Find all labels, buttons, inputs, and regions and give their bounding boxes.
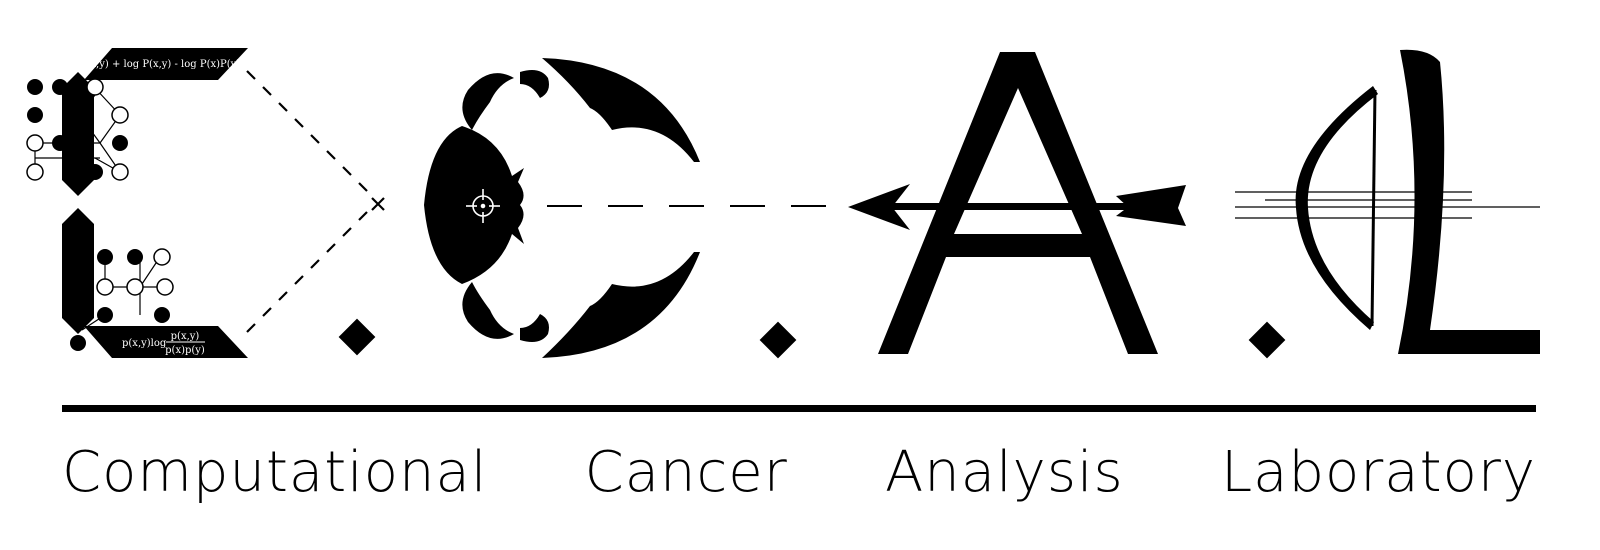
caption-word-computational: Computational — [62, 440, 488, 505]
period-dot-1 — [338, 318, 376, 356]
letter-c-network: P(x,y) + log P(x,y) - log P(x)P(y) p(x,y… — [26, 48, 385, 358]
crab-body — [424, 126, 524, 284]
formula-banner-top — [84, 48, 248, 80]
divider-rule — [62, 405, 1536, 412]
spine-upper — [62, 72, 94, 196]
formula-bottom-numerator: p(x,y) — [171, 331, 200, 342]
spine-lower — [62, 208, 94, 334]
caption-word-analysis: Analysis — [885, 440, 1124, 505]
caption-word-laboratory: Laboratory — [1220, 440, 1536, 505]
formula-bottom-lead: p(x,y)log — [122, 338, 167, 349]
period-dot-2 — [759, 321, 797, 359]
formula-top: P(x,y) + log P(x,y) - log P(x)P(y) — [80, 59, 241, 70]
formula-bottom-denominator: p(x)p(y) — [165, 345, 205, 356]
lab-name: Computational Cancer Analysis Laboratory — [62, 438, 1536, 508]
bow-icon — [1295, 86, 1378, 330]
letter-l-bow — [1235, 49, 1540, 354]
period-dot-3 — [1248, 321, 1286, 359]
arrowhead-icon — [848, 184, 910, 230]
caption-word-cancer: Cancer — [584, 440, 788, 505]
letter-a-arrow — [848, 52, 1186, 354]
letter-c-crab — [424, 58, 700, 358]
crosshair-icon — [466, 189, 500, 223]
arrow-fletching — [1116, 185, 1186, 226]
letter-l — [1398, 49, 1540, 354]
letter-a — [878, 52, 1158, 354]
crab-arc — [542, 58, 700, 162]
